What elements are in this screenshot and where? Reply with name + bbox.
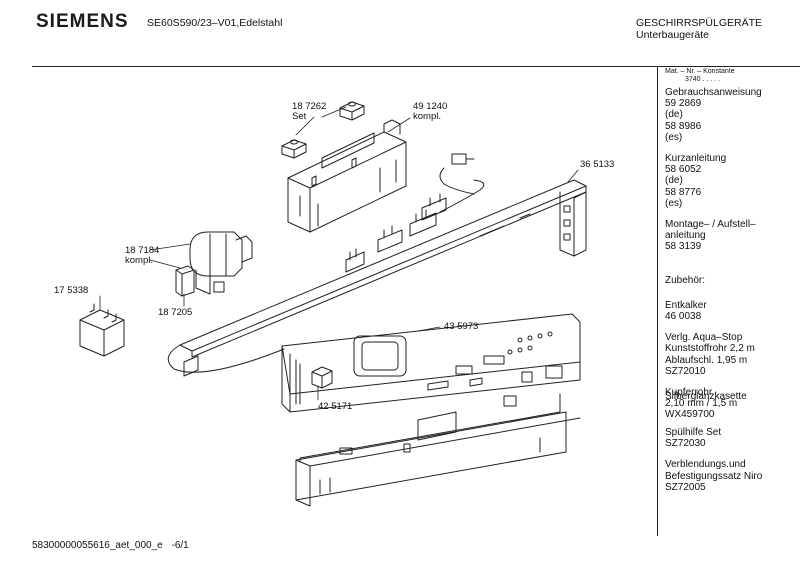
part-label-control-panel: 43 5973 [444,322,478,332]
doc-id: 58300000055616_aet_000_e [32,540,163,551]
leader-lines [99,106,579,401]
side-line: Entkalker [665,299,707,311]
part-note: kompl. [413,111,441,122]
side-line: Verlg. Aqua–Stop [665,332,743,344]
side-line: WX459700 [665,409,715,421]
part-number: 42 5171 [318,401,353,412]
part-control-module [287,119,407,233]
side-divider [657,66,658,536]
side-line: SZ72030 [665,438,706,450]
side-line: Silberglanzkasette [665,391,747,403]
side-line: (de) [665,175,683,187]
part-note: kompl. [125,255,153,266]
side-group-manual: Gebrauchsanweisung 59 2869 (de) 58 8986 … [665,87,797,143]
side-group-panel-kit: Verblendungs.und Befestigungssatz Niro S… [665,459,797,493]
part-small-block [311,366,333,389]
side-panel: Mat. – Nr. – Konstante 3740 . . . . . Ge… [665,68,797,493]
side-line: Zubehör: [665,274,706,286]
side-line: (de) [665,109,683,121]
side-line: (es) [665,197,683,209]
part-number: 17 5338 [54,285,89,296]
side-group-copper-pipe: Kupferrohr Silberglanzkasette 2,10 mm / … [665,387,797,421]
side-line: Kupferrohr [665,387,713,399]
model-number: SE60S590/23–V01,Edelstahl [147,17,283,29]
side-group-rinse-aid: Spülhilfe Set SZ72030 [665,427,797,449]
side-line: 59 2869 [665,98,702,110]
page-number: -6/1 [171,540,189,551]
part-switch [79,303,125,357]
side-line: 46 0038 [665,311,702,323]
part-label-control-module: 49 1240 kompl. [413,102,447,122]
part-label-coil: 18 7205 [158,308,192,318]
side-group-aquastop: Verlg. Aqua–Stop Kunststoffrohr 2,2 m Ab… [665,332,797,377]
part-number: 49 1240 [413,101,448,112]
side-line: 58 8776 [665,186,702,198]
part-control-panel [281,313,581,507]
side-group-accessories: Zubehör: [665,275,797,286]
category-title: GESCHIRRSPÜLGERÄTE [636,17,763,29]
part-label-valve: 18 7184 kompl. [125,246,159,266]
part-number: 18 7205 [158,307,193,318]
part-label-front-strip: 36 5133 [580,160,614,170]
side-group-short-guide: Kurzanleitung 58 6052 (de) 58 8776 (es) [665,153,797,209]
side-line: 58 3139 [665,241,702,253]
header-divider [32,66,800,67]
brand-logo: SIEMENS [36,11,129,32]
side-line: SZ72005 [665,481,706,493]
part-number: 36 5133 [580,159,615,170]
side-line: Kunststoffrohr 2,2 m [665,343,755,355]
part-coil [175,265,195,297]
part-label-switch: 17 5338 [54,286,88,296]
side-line: 58 6052 [665,164,702,176]
category-subtitle: Unterbaugeräte [636,29,709,41]
side-line: Befestigungssatz Niro [665,470,763,482]
side-line: Ablaufschl. 1,95 m [665,354,748,366]
side-line: Montage– / Aufstell– [665,219,756,231]
part-valve-assembly [189,231,253,295]
side-group-installation: Montage– / Aufstell– anleitung 58 3139 [665,219,797,253]
side-line: Kurzanleitung [665,153,727,165]
part-cap-set [281,101,365,159]
part-label-small-block: 42 5171 [318,402,352,412]
side-heading: Mat. – Nr. – Konstante [665,68,735,75]
part-number: 18 7184 [125,245,160,256]
side-group-descaler: Entkalker 46 0038 [665,300,797,322]
side-line: 58 8986 [665,120,702,132]
part-front-strip [167,153,587,377]
part-note: Set [292,111,307,122]
side-line: Verblendungs.und [665,459,746,471]
exploded-parts-drawing [79,101,587,507]
side-line: Spülhilfe Set [665,427,722,439]
part-number: 18 7262 [292,101,327,112]
side-line: anleitung [665,230,706,242]
footer-doc-id: 58300000055616_aet_000_e -6/1 [32,540,189,551]
part-label-cap-set: 18 7262 Set [292,102,326,122]
side-line: 2,10 mm / 1,5 m [665,398,738,410]
side-line: (es) [665,131,683,143]
side-line: Gebrauchsanweisung [665,87,762,98]
side-heading-constant: 3740 . . . . . [685,76,721,83]
side-line: SZ72010 [665,365,706,377]
part-number: 43 5973 [444,321,479,332]
